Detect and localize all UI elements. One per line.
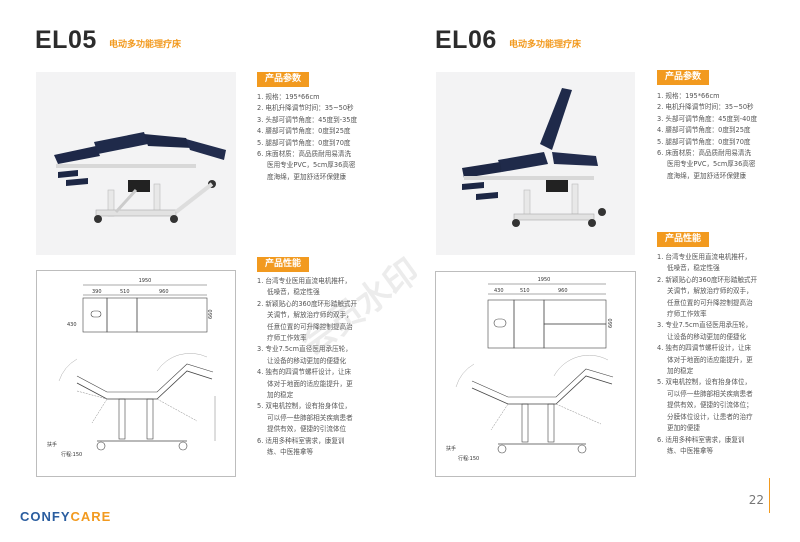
list-item: 3. 头部可调节角度：45度到-40度 xyxy=(657,114,758,123)
list-item: 5. 腿部可调节角度：0度到70度 xyxy=(657,137,751,146)
params-list-right: 1. 规格：195*66cm 2. 电机升降调节时间：35~50秒 3. 头部可… xyxy=(657,91,787,182)
list-item: 4. 腰部可调节角度：0度到25度 xyxy=(657,126,751,135)
dim-3: 960 xyxy=(558,288,568,294)
list-item: 6. 适用多种科室需求，康复训 xyxy=(257,436,345,445)
dim-width: 660 xyxy=(208,309,214,319)
page-number: 22 xyxy=(748,493,764,507)
list-item: 1. 规格：195*66cm xyxy=(257,93,320,101)
list-item: 2. 新颖贴心的360度环形踏触式开 xyxy=(257,299,358,308)
list-item: 4. 独有的四调节螺杆设计，让床 xyxy=(657,344,752,353)
list-item: 5. 腿部可调节角度：0度到70度 xyxy=(257,138,351,147)
list-item: 可以停一些肺部相关疾病患者 xyxy=(667,389,753,398)
list-item: 6. 床面材质：高品质耐用易清洗 xyxy=(657,149,752,158)
list-item: 2. 新颖贴心的360度环形踏触式开 xyxy=(657,275,758,284)
technical-drawing-right: 1950 430 510 960 660 扶手 行程:150 xyxy=(435,271,636,477)
list-item: 5. 双电机控制，设有抬身体位， xyxy=(257,402,352,411)
params-title-left: 产品参数 xyxy=(257,72,310,87)
dim-1: 430 xyxy=(494,288,504,294)
model-subtitle-right: 电动多功能理疗床 xyxy=(509,40,582,50)
list-item: 体对于地面的适应能提升，更 xyxy=(267,379,353,388)
dim-hole: 430 xyxy=(67,322,77,328)
list-item: 让设备的移动更加的便捷化 xyxy=(267,356,347,365)
list-item: 分膜体位设计，让患者的治疗 xyxy=(667,412,753,421)
list-item: 提供有效，便捷的引流体位； xyxy=(667,401,753,410)
list-item: 练、中医推拿等 xyxy=(667,446,714,455)
model-title-right: EL06 xyxy=(435,26,497,54)
list-item: 更加的便捷 xyxy=(667,424,700,433)
list-item: 1. 台湾专业医用直流电机推杆， xyxy=(257,277,352,285)
list-item: 提供有效，便捷的引流体位 xyxy=(267,425,347,434)
list-item: 医用专业PVC，5cm厚36高密 xyxy=(667,160,756,169)
list-item: 5. 双电机控制，设有抬身体位， xyxy=(657,378,752,387)
list-item: 低噪音，稳定性强 xyxy=(267,288,320,297)
params-list-left: 1. 规格：195*66cm 2. 电机升降调节时间：35~50秒 3. 头部可… xyxy=(257,92,387,183)
dim-width: 660 xyxy=(608,318,614,328)
list-item: 1. 台湾专业医用直流电机推杆， xyxy=(657,253,752,261)
technical-drawing-left: 1950 390 510 960 660 430 扶手 行程:150 xyxy=(36,270,236,477)
list-item: 1. 规格：195*66cm xyxy=(657,92,720,100)
list-item: 3. 头部可调节角度：45度到-35度 xyxy=(257,115,358,124)
list-item: 医用专业PVC，5cm厚36高密 xyxy=(267,161,356,170)
features-title-right: 产品性能 xyxy=(657,232,710,247)
features-list-right: 1. 台湾专业医用直流电机推杆， 低噪音，稳定性强 2. 新颖贴心的360度环形… xyxy=(657,252,787,457)
list-item: 可以停一些肺部相关疾病患者 xyxy=(267,413,353,422)
product-photo-right xyxy=(436,72,635,255)
treatment-bed-image xyxy=(436,72,635,255)
list-item: 关调节，解放治疗师的双手， xyxy=(667,287,753,296)
dim-2: 510 xyxy=(520,288,530,294)
list-item: 2. 电机升降调节时间：35~50秒 xyxy=(657,103,754,112)
features-list-left: 1. 台湾专业医用直流电机推杆， 低噪音，稳定性强 2. 新颖贴心的360度环形… xyxy=(257,276,387,459)
stroke-label: 行程:150 xyxy=(458,455,479,462)
list-item: 疗师工作效率 xyxy=(267,334,307,343)
list-item: 2. 电机升降调节时间：35~50秒 xyxy=(257,104,354,113)
list-item: 加的稳定 xyxy=(267,391,294,400)
dim-total: 1950 xyxy=(538,277,551,283)
list-item: 3. 专业7.5cm直径医用承压轮， xyxy=(657,321,752,330)
model-subtitle-left: 电动多功能理疗床 xyxy=(109,40,182,50)
list-item: 任意位置的可升降控制提高治 xyxy=(667,298,753,307)
stroke-label: 行程:150 xyxy=(61,451,82,458)
list-item: 度海绵，更加舒适环保健康 xyxy=(267,172,347,181)
features-title-left: 产品性能 xyxy=(257,257,310,272)
list-item: 4. 独有的四调节螺杆设计，让床 xyxy=(257,368,352,377)
product-photo-left xyxy=(36,72,236,255)
brand-logo: CONFYCARE xyxy=(20,509,112,524)
list-item: 关调节，解放治疗师的双手， xyxy=(267,311,353,320)
list-item: 低噪音，稳定性强 xyxy=(667,264,720,273)
list-item: 6. 床面材质：高品质耐用易清洗 xyxy=(257,150,352,159)
list-item: 度海绵，更加舒适环保健康 xyxy=(667,171,747,180)
dim-3: 960 xyxy=(159,289,169,295)
footer-divider xyxy=(769,478,770,513)
dim-total: 1950 xyxy=(139,278,152,284)
list-item: 疗师工作效率 xyxy=(667,310,707,319)
list-item: 3. 专业7.5cm直径医用承压轮， xyxy=(257,345,352,354)
list-item: 练、中医推拿等 xyxy=(267,448,314,457)
dim-1: 390 xyxy=(92,289,102,295)
list-item: 6. 适用多种科室需求，康复训 xyxy=(657,435,745,444)
list-item: 4. 腰部可调节角度：0度到25度 xyxy=(257,127,351,136)
armrest-label: 扶手 xyxy=(47,441,57,448)
list-item: 让设备的移动更加的便捷化 xyxy=(667,332,747,341)
armrest-label: 扶手 xyxy=(446,445,456,452)
list-item: 任意位置的可升降控制提高治 xyxy=(267,322,353,331)
dim-2: 510 xyxy=(120,289,130,295)
list-item: 体对于地面的适应能提升，更 xyxy=(667,355,753,364)
params-title-right: 产品参数 xyxy=(657,70,710,85)
model-title-left: EL05 xyxy=(35,26,97,54)
treatment-bed-image xyxy=(36,72,236,255)
list-item: 加的稳定 xyxy=(667,367,694,376)
